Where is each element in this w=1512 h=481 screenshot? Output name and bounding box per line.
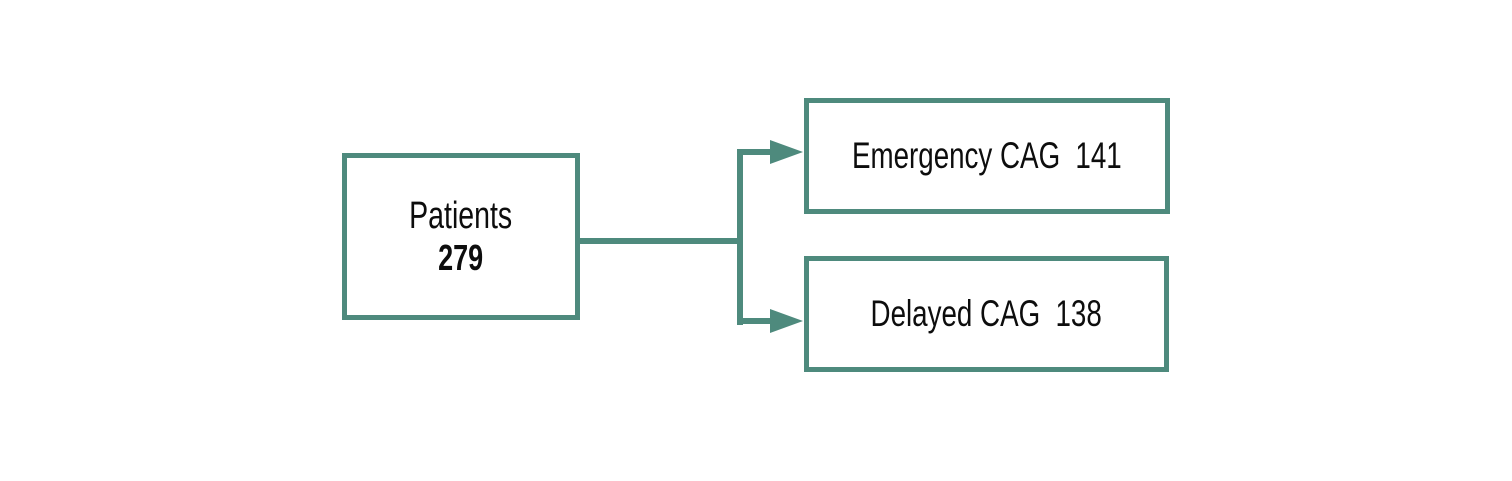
connector-bottom-arm (737, 318, 772, 324)
patients-label: Patients (409, 194, 513, 237)
emergency-cag-count: 141 (1075, 135, 1122, 176)
patients-box: Patients 279 (342, 153, 580, 320)
arrow-right-icon (770, 309, 803, 333)
patients-count: 279 (438, 236, 484, 278)
patients-box-text: Patients 279 (409, 194, 513, 278)
emergency-cag-text: Emergency CAG 141 (852, 135, 1122, 177)
delayed-cag-label: Delayed CAG (870, 293, 1041, 334)
connector-branch (737, 149, 743, 325)
delayed-cag-text: Delayed CAG 138 (871, 293, 1102, 335)
connector-top-arm (737, 149, 772, 155)
delayed-cag-box: Delayed CAG 138 (804, 256, 1169, 372)
arrow-right-icon (770, 140, 803, 164)
connector-stem (580, 238, 740, 244)
emergency-cag-box: Emergency CAG 141 (804, 98, 1170, 214)
emergency-cag-label: Emergency CAG (852, 135, 1061, 176)
delayed-cag-count: 138 (1055, 293, 1103, 334)
